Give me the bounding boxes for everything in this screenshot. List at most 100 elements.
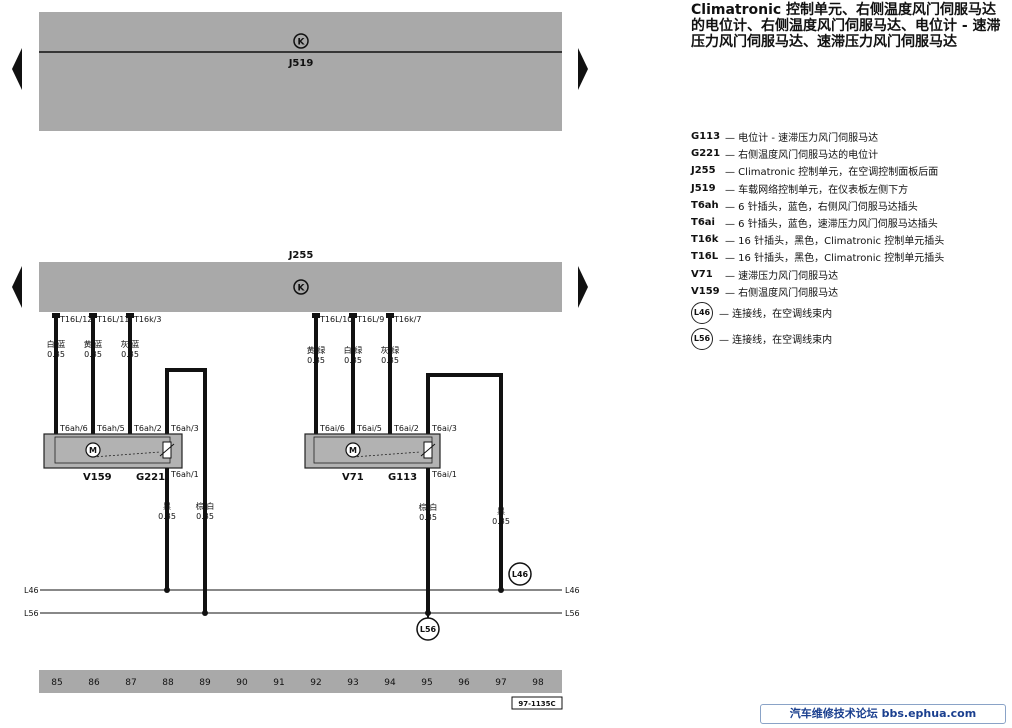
track-number: 97: [495, 678, 506, 688]
j519-ground-symbol: [293, 33, 309, 49]
reference-code: 97-1135C: [511, 696, 563, 710]
track-number: 94: [384, 678, 396, 688]
track-number: 90: [236, 678, 248, 688]
legend-row-g113: G113 — 电位计 - 速滞压力风门伺服马达: [691, 128, 1009, 145]
junction-dot: [202, 610, 208, 616]
bus-label-left: L46: [24, 586, 39, 595]
bus-label-right: L46: [565, 586, 580, 595]
track-number: 89: [199, 678, 211, 688]
wire-t16l-10: T16L/10 黄/绿 0.35: [307, 313, 352, 434]
wire-gauge-label: 0.35: [84, 350, 102, 359]
legend-desc: — 连接线，在空调线束内: [719, 309, 833, 321]
legend-desc: — 右侧温度风门伺服马达: [725, 287, 839, 299]
legend-code: J519: [691, 182, 716, 194]
wire-color-label: 灰/蓝: [121, 339, 140, 349]
legend-code: V159: [691, 285, 720, 297]
track-number: 86: [88, 678, 100, 688]
connector-l56: L56: [416, 613, 440, 641]
module-pin-label: T6ah/3: [170, 424, 199, 433]
wire-gauge-label: 0.35: [381, 356, 399, 365]
next-arrow-top[interactable]: [578, 48, 588, 90]
wire-t16k-3: T16k/3 灰/蓝 0.35: [121, 313, 161, 434]
legend-row-l46: L46 — 连接线，在空调线束内: [691, 300, 1009, 326]
j255-ground-symbol: [293, 279, 309, 295]
wire-gauge-label: 0.35: [121, 350, 139, 359]
connector-label: L56: [420, 625, 437, 634]
bus-label-left: L56: [24, 609, 39, 618]
top-wires: T16L/12 白/蓝 0.35 T16L/11 黄/蓝 0.35 T16k/3…: [47, 313, 421, 434]
legend: G113 — 电位计 - 速滞压力风门伺服马达 G221 — 右侧温度风门伺服马…: [691, 128, 1009, 352]
legend-desc: — 电位计 - 速滞压力风门伺服马达: [725, 133, 879, 145]
module-pin-label: T6ai/3: [431, 424, 457, 433]
motor-symbol: [345, 442, 361, 458]
wire-pin-label: T16L/12: [59, 315, 92, 324]
wire-gauge-label: 0.35: [419, 513, 437, 522]
watermark: 汽车维修技术论坛 bbs.ephua.com: [760, 704, 1006, 724]
module-pin-label: T6ai/5: [356, 424, 382, 433]
module-v71-g113: T6ai/6 T6ai/5 T6ai/2 T6ai/3 M V71 G113 T…: [304, 424, 457, 483]
wire-pin-label: T16L/10: [319, 315, 352, 324]
wire-gauge-label: 0.35: [158, 512, 176, 521]
j255-symbol-letter: K: [298, 284, 306, 294]
wire-t16l-9: T16L/9 白/绿 0.35: [344, 313, 384, 434]
loop-wire-right: [426, 373, 503, 590]
module-pin-label: T6ai/6: [319, 424, 345, 433]
module-v159-g221: T6ah/6 T6ah/5 T6ah/2 T6ah/3 M V159 G221 …: [43, 424, 199, 483]
prev-arrow-bottom[interactable]: [12, 266, 22, 308]
j519-label: J519: [288, 58, 314, 69]
bus-label-right: L56: [565, 609, 580, 618]
wire-t16l-12: T16L/12 白/蓝 0.35: [47, 313, 92, 434]
prev-arrow-top[interactable]: [12, 48, 22, 90]
track-bar: 85 86 87 88 89 90 91 92 93 94 95 96 97 9…: [39, 670, 562, 693]
wire-color-label: 白/绿: [344, 345, 363, 355]
legend-row-t16l: T16L — 16 针插头，黑色，Climatronic 控制单元插头: [691, 248, 1009, 265]
track-number: 98: [532, 678, 544, 688]
junction-dot: [164, 587, 170, 593]
motor-symbol: [85, 442, 101, 458]
track-number: 87: [125, 678, 136, 688]
j519-unit: K J519: [39, 12, 562, 131]
j519-symbol-letter: K: [298, 38, 306, 48]
track-number: 85: [51, 678, 62, 688]
wire-pin-label: T16k/7: [393, 315, 421, 324]
track-number: 95: [421, 678, 432, 688]
pot-label: G113: [388, 472, 417, 483]
legend-connector-symbol: L46: [691, 301, 713, 324]
legend-desc: — 6 针插头，蓝色，右侧风门伺服马达插头: [725, 201, 918, 213]
wire-color-label: 黑: [163, 502, 171, 511]
track-number: 96: [458, 678, 470, 688]
next-arrow-bottom[interactable]: [578, 266, 588, 308]
module-pin-label: T6ai/2: [393, 424, 419, 433]
legend-code: G221: [691, 148, 721, 160]
legend-row-t6ai: T6ai — 6 针插头，蓝色，速滞压力风门伺服马达插头: [691, 214, 1009, 231]
module-pin-label: T6ah/5: [96, 424, 125, 433]
motor-symbol-letter: M: [349, 446, 357, 455]
wire-pin-label: T16L/11: [96, 315, 129, 324]
wire-gauge-label: 0.35: [47, 350, 65, 359]
legend-code: T6ai: [691, 217, 715, 229]
track-number: 92: [310, 678, 321, 688]
motor-label: V159: [83, 472, 112, 483]
wire-t16k-7: T16k/7 灰/绿 0.35: [381, 313, 421, 434]
legend-desc: — Climatronic 控制单元，在空调控制面板后面: [725, 167, 939, 179]
legend-code: T16k: [691, 234, 719, 246]
page-title: Climatronic 控制单元、右侧温度风门伺服马达的电位计、右侧温度风门伺服…: [691, 2, 1001, 50]
pot-label: G221: [136, 472, 165, 483]
wire-color-label: 黄/绿: [307, 345, 326, 355]
wire-color-label: 白/蓝: [47, 339, 66, 349]
junction-dot: [498, 587, 504, 593]
legend-row-v71: V71 — 速滞压力风门伺服马达: [691, 266, 1009, 283]
legend-code: V71: [691, 268, 713, 280]
wire-color-label: 灰/绿: [381, 345, 400, 355]
wire-gauge-label: 0.35: [196, 512, 214, 521]
connector-l46: L46: [508, 562, 532, 586]
legend-desc: — 16 针插头，黑色，Climatronic 控制单元插头: [725, 236, 945, 248]
wire-gauge-label: 0.35: [307, 356, 325, 365]
bottom-wires: 黑 0.35 棕/白 0.35 棕/白 0.35 黑 0.35: [158, 468, 510, 613]
legend-connector-symbol: L56: [691, 327, 713, 350]
j255-unit: J255 K: [39, 250, 562, 312]
legend-desc: — 连接线，在空调线束内: [719, 335, 833, 347]
legend-code: J255: [691, 165, 716, 177]
legend-code: G113: [691, 131, 721, 143]
